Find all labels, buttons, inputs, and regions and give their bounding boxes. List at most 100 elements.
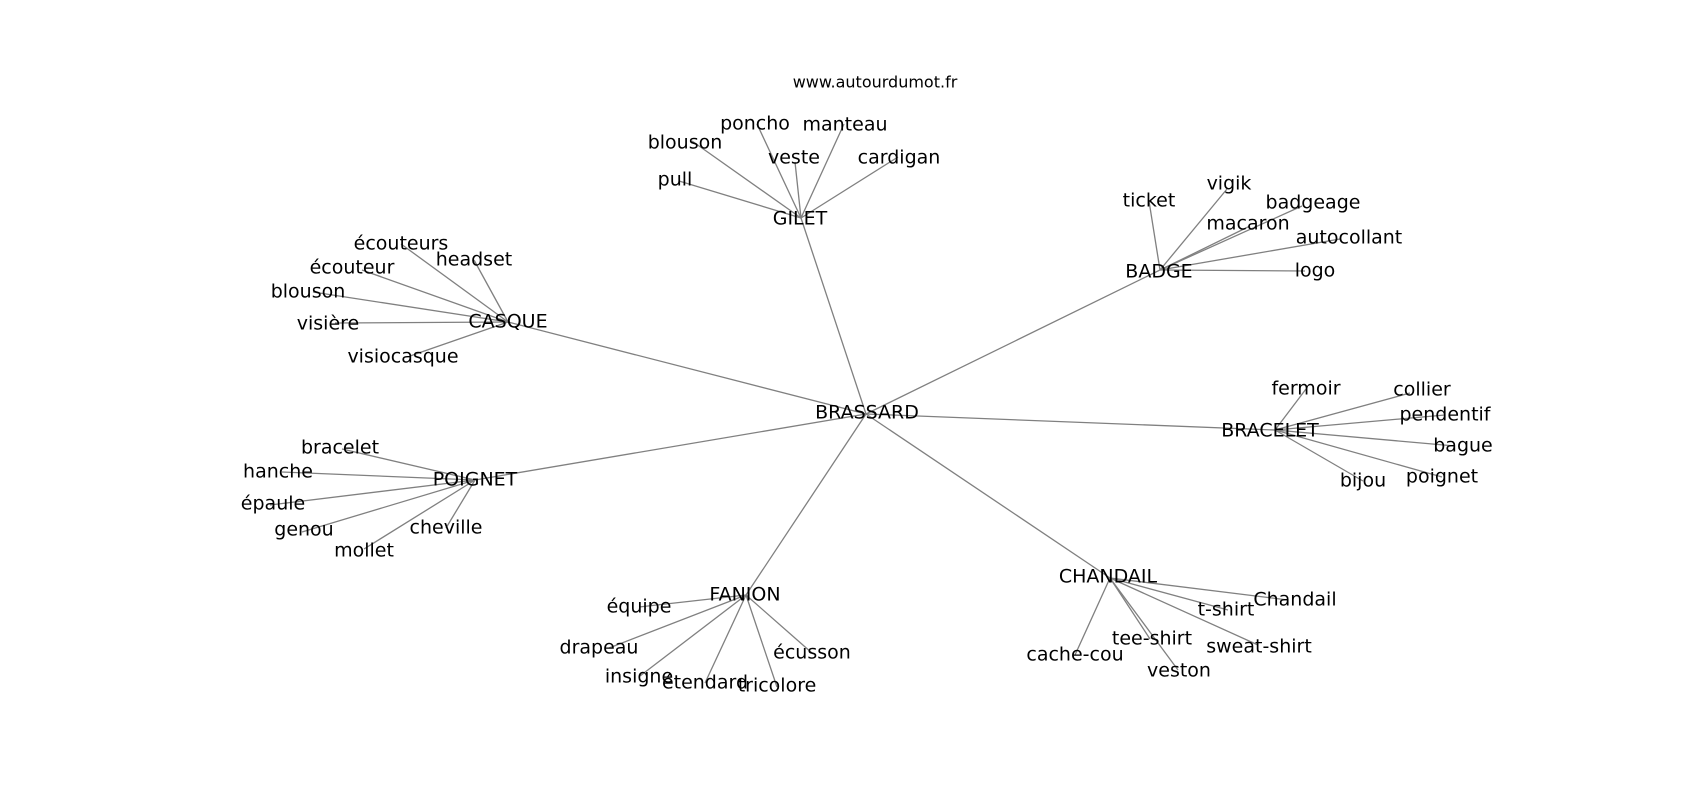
- hub-word-edge: [281, 471, 476, 481]
- hub-label-chandail: CHANDAIL: [1059, 566, 1158, 588]
- word-label: visiocasque: [347, 346, 458, 368]
- word-label: cache-cou: [1026, 644, 1123, 666]
- graph-labels: www.autourdumot.fr BRASSARD GILET pull b…: [241, 73, 1493, 697]
- word-label: manteau: [802, 114, 887, 136]
- hub-word-edge: [1109, 577, 1179, 671]
- hub-word-edge: [409, 321, 509, 357]
- hub-word-edge: [756, 123, 802, 219]
- center-hub-edge: [474, 413, 867, 481]
- word-label: blouson: [648, 132, 723, 154]
- hub-word-edge: [800, 123, 845, 219]
- center-hub-edge: [800, 217, 867, 415]
- center-hub-edge: [507, 321, 867, 415]
- hub-word-edge: [1159, 205, 1303, 271]
- word-label: épaule: [241, 493, 305, 515]
- word-label: hanche: [243, 461, 313, 483]
- word-label: collier: [1393, 379, 1451, 401]
- word-label: cheville: [410, 517, 483, 539]
- word-label: insigne: [605, 666, 673, 688]
- hub-word-edge: [794, 161, 802, 219]
- hub-word-edge: [1274, 429, 1364, 482]
- hub-word-edge: [745, 594, 778, 688]
- hub-word-edge: [704, 594, 747, 684]
- hub-word-edge: [1274, 414, 1446, 431]
- hub-label-fanion: FANION: [709, 584, 780, 606]
- hub-word-edge: [1274, 429, 1456, 447]
- hub-word-edge: [301, 479, 476, 533]
- word-label: poncho: [720, 113, 790, 135]
- hub-label-poignet: POIGNET: [433, 469, 518, 491]
- hub-word-edge: [1148, 200, 1161, 271]
- hub-word-edge: [341, 448, 476, 481]
- word-label: t-shirt: [1198, 599, 1255, 621]
- hub-word-edge: [400, 243, 509, 323]
- word-label: bracelet: [301, 437, 379, 459]
- word-label: ticket: [1123, 190, 1176, 212]
- hub-word-edge: [1109, 577, 1259, 646]
- center-hub-edge: [865, 269, 1161, 415]
- hub-word-edge: [639, 594, 747, 677]
- word-label: headset: [436, 249, 512, 271]
- word-label: genou: [274, 519, 333, 541]
- word-label: pull: [658, 169, 693, 191]
- hub-word-edge: [1159, 269, 1306, 272]
- hub-word-edge: [678, 180, 802, 219]
- word-label: cardigan: [858, 147, 941, 169]
- word-label: bague: [1433, 435, 1493, 457]
- word-label: vigik: [1207, 173, 1252, 195]
- word-label: étendard: [662, 672, 748, 694]
- hub-word-edge: [1274, 429, 1443, 478]
- hub-word-edge: [312, 291, 509, 323]
- word-label: Chandail: [1253, 589, 1336, 611]
- word-label: autocollant: [1296, 227, 1403, 249]
- word-label: écusson: [773, 642, 851, 664]
- hub-word-edge: [269, 479, 476, 506]
- word-label: tricolore: [738, 675, 817, 697]
- hub-word-edge: [363, 479, 476, 550]
- hub-word-edge: [1159, 225, 1251, 271]
- hub-word-edge: [334, 321, 509, 324]
- word-label: sweat-shirt: [1206, 636, 1312, 658]
- hub-word-edge: [473, 259, 509, 323]
- hub-word-edge: [1274, 388, 1307, 431]
- center-hub-edge: [745, 413, 867, 596]
- hub-word-edge: [1109, 577, 1289, 601]
- word-label: écouteur: [310, 257, 395, 279]
- hub-word-edge: [1109, 577, 1229, 611]
- center-hub-edge: [865, 413, 1111, 579]
- hub-word-edge: [1159, 238, 1341, 271]
- hub-word-edge: [1109, 577, 1151, 640]
- hub-word-edge: [361, 269, 509, 323]
- hub-word-edge: [1274, 392, 1411, 431]
- word-label: fermoir: [1271, 378, 1340, 400]
- hub-label-bracelet: BRACELET: [1221, 420, 1319, 442]
- hub-word-edge: [638, 594, 747, 608]
- word-label: macaron: [1206, 213, 1289, 235]
- center-node-label: BRASSARD: [815, 402, 919, 424]
- word-label: badgeage: [1266, 192, 1361, 214]
- word-label: poignet: [1406, 466, 1478, 488]
- hub-word-edge: [800, 156, 899, 219]
- hub-word-edge: [445, 479, 476, 529]
- word-label: équipe: [607, 596, 672, 618]
- hub-word-edge: [608, 594, 747, 649]
- hub-word-edge: [1159, 188, 1228, 271]
- hub-word-edge: [691, 140, 802, 219]
- source-label: www.autourdumot.fr: [793, 73, 958, 92]
- hub-label-casque: CASQUE: [468, 311, 547, 333]
- word-label: tee-shirt: [1112, 628, 1192, 650]
- hub-label-badge: BADGE: [1125, 261, 1192, 283]
- word-label: veste: [768, 147, 820, 169]
- hub-label-gilet: GILET: [773, 208, 828, 230]
- word-label: logo: [1295, 260, 1336, 282]
- center-hub-edge: [865, 413, 1276, 431]
- hub-word-edge: [1074, 577, 1111, 656]
- word-label: drapeau: [560, 637, 639, 659]
- word-label: blouson: [271, 281, 346, 303]
- word-label: visière: [297, 313, 359, 335]
- word-label: écouteurs: [354, 233, 449, 255]
- graph-edges: [269, 123, 1456, 688]
- hub-word-edge: [745, 594, 813, 654]
- word-label: mollet: [334, 540, 394, 562]
